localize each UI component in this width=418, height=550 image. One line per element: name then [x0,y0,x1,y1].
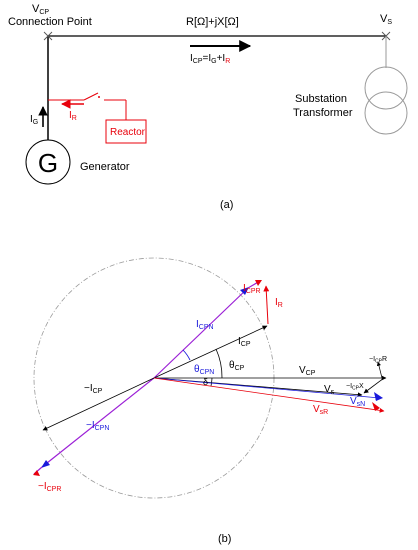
connection-node-marker [43,31,53,41]
neg-icp-label: −ICP [84,383,103,395]
theta-cp-arc [215,348,223,379]
vsn-drop-arrowhead [374,392,383,401]
neg-icpr-full-label: −ICPR [38,481,61,493]
neg-icpn-arrowhead [41,460,50,468]
vcp-label: VCP [32,3,49,16]
reactor-box [105,119,147,144]
icpr-arrowhead [255,280,262,286]
generator-symbol-letter: G [38,148,58,178]
icpn-phasor [153,287,249,379]
neg-icpn-phasor [41,377,155,468]
vsn-label: VsN [350,396,365,408]
caption-a: (a) [220,199,233,211]
switch-contact [98,96,100,98]
substation-label: Substation [295,93,347,105]
vsr-phasor [153,377,385,413]
theta-cpn-label: θCPN [194,364,214,376]
ir-label: IR [69,110,77,122]
icp-phasor [153,325,268,379]
generator-label: Generator [80,161,130,173]
ir-phasor-label: IR [275,297,283,309]
generator-symbol [25,139,71,185]
neg-icpx-label: −ICPX [346,383,364,392]
vsn-phasor [153,377,381,401]
neg-icpr-drop [376,361,383,379]
icpr-label: ICPR [243,283,261,295]
connection-point-label: Connection Point [8,16,92,28]
theta-cp-label: θCP [229,360,245,372]
reactor-branch [48,92,127,120]
vcp-phasor-label: VCP [299,365,316,377]
ir-phasor [263,285,270,325]
neg-icp-phasor [42,377,155,431]
neg-icpn-label: −ICPN [86,420,109,432]
neg-icpr-arrowhead [33,470,40,476]
vsr-label: VsR [313,404,328,416]
icp-equation-label: ICP=IG+IR [190,53,230,65]
theta-cpn-arc [182,349,191,361]
icpn-label: ICPN [196,319,214,331]
circuit-diagram: VCP Connection Point R[Ω]+jX[Ω] VS ICP=I… [8,3,408,211]
ig-label: IG [30,114,38,126]
neg-icpx-drop [363,377,385,394]
delta-label: δ [203,377,208,387]
vsr-drop-arrowhead [372,402,380,411]
reactor-label: Reactor [110,127,146,138]
vs-phasor-label: Vs [324,384,335,396]
transformer-winding-bottom [364,91,408,135]
icp-label: ICP [238,336,251,348]
phasor-diagram: ICPR IR ICPN ICP θCPN θCP VCP −ICP δ Vs … [33,257,387,545]
transformer-winding-top [364,66,408,110]
impedance-label: R[Ω]+jX[Ω] [186,16,239,28]
vs-label: VS [380,13,392,26]
delta-arc [210,377,213,387]
icpn-arrowhead [240,287,249,295]
transformer-label: Transformer [293,107,353,119]
caption-b: (b) [218,533,231,545]
neg-icpr-label: −ICPR [369,356,387,365]
